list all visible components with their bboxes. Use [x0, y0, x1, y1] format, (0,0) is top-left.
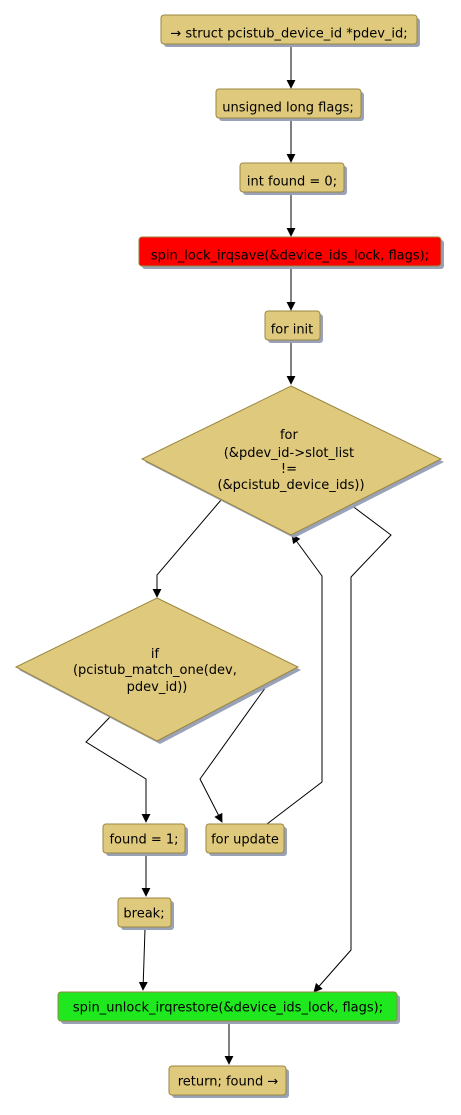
node-decl-pdev-id-label: → struct pcistub_device_id *pdev_id;: [170, 27, 407, 42]
node-found-assign: found = 1;: [102, 823, 188, 856]
node-decl-flags-label: unsigned long flags;: [222, 101, 354, 116]
edge-forcond-to-if: [152, 499, 222, 598]
edge-if-false-to-update: [199, 683, 269, 823]
edge-break-to-unlock: [138, 928, 148, 991]
node-found-assign-label: found = 1;: [109, 833, 178, 848]
edges: [85, 46, 392, 1065]
node-lock-label: spin_lock_irqsave(&device_ids_lock, flag…: [151, 249, 429, 264]
for-condition-line-2: (&pdev_id->slot_list: [224, 446, 354, 461]
if-condition-line-2: (pcistub_match_one(dev,: [73, 663, 237, 678]
node-for-init-label: for init: [271, 323, 314, 338]
node-if-condition: if (pcistub_match_one(dev, pdev_id)): [14, 597, 301, 744]
if-condition-line-3: pdev_id)): [127, 680, 188, 695]
edge-if-true-to-found: [85, 716, 151, 823]
edge-forcond-exit-to-unlock: [313, 504, 392, 993]
if-condition-line-1: if: [151, 647, 160, 662]
node-decl-found-label: int found = 0;: [247, 175, 337, 190]
node-unlock: spin_unlock_irqrestore(&device_ids_lock,…: [57, 991, 400, 1024]
node-for-update-label: for update: [211, 833, 279, 848]
node-for-condition: for (&pdev_id->slot_list != (&pcistub_de…: [140, 385, 444, 538]
for-condition-line-3: !=: [281, 462, 297, 477]
node-return-label: return; found →: [178, 1075, 279, 1090]
node-lock: spin_lock_irqsave(&device_ids_lock, flag…: [138, 236, 444, 269]
node-decl-flags: unsigned long flags;: [215, 88, 364, 121]
node-break-label: break;: [123, 907, 164, 922]
for-condition-line-4: (&pcistub_device_ids)): [217, 478, 364, 493]
node-unlock-label: spin_unlock_irqrestore(&device_ids_lock,…: [73, 1001, 383, 1016]
node-decl-found: int found = 0;: [239, 162, 347, 195]
node-for-init: for init: [264, 310, 323, 343]
node-decl-pdev-id: → struct pcistub_device_id *pdev_id;: [160, 14, 420, 47]
node-for-update: for update: [205, 823, 287, 856]
for-condition-line-1: for: [280, 428, 299, 443]
node-break: break;: [117, 897, 174, 930]
node-if-condition-label: if (pcistub_match_one(dev, pdev_id)): [73, 647, 241, 695]
node-return: return; found →: [168, 1065, 289, 1098]
node-for-condition-label: for (&pdev_id->slot_list != (&pcistub_de…: [217, 428, 364, 493]
edge-update-to-forcond: [266, 534, 323, 825]
